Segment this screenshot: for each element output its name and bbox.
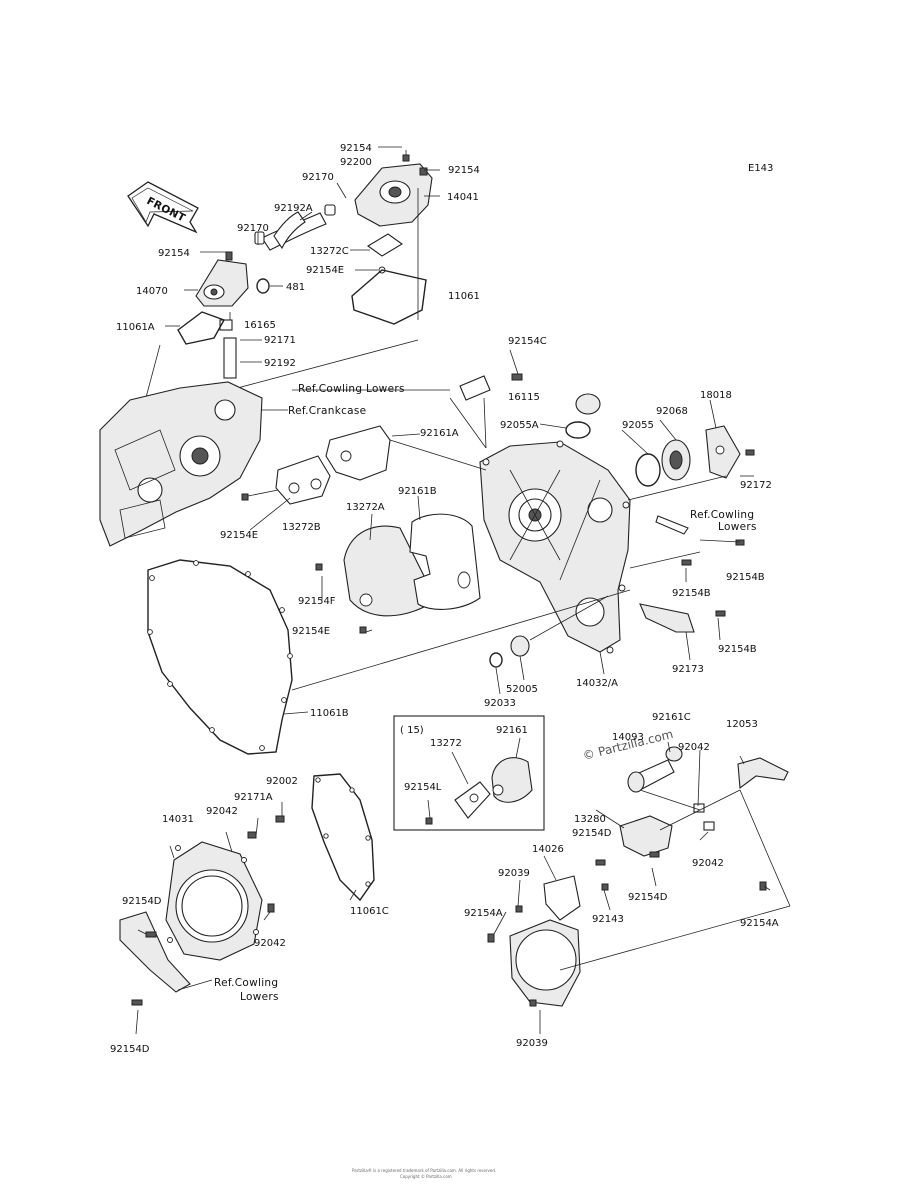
part-label: 92192A — [274, 203, 313, 214]
footer-line-1: Partzilla® is a registered trademark of … — [352, 1168, 496, 1173]
part-label: 11061C — [350, 906, 389, 917]
part-label: 92154 — [158, 248, 190, 259]
middle-leader-lines — [247, 349, 754, 715]
part-label: 92042 — [692, 858, 724, 869]
ref-cowling-lowers-1: Ref.Cowling Lowers — [298, 383, 405, 395]
crankcase-ref — [99, 381, 263, 547]
part-label: 13280 — [574, 814, 606, 825]
cover-right-parts — [459, 373, 755, 668]
cover-plates — [241, 425, 481, 634]
part-label: 18018 — [700, 390, 732, 401]
gasket-11061C — [311, 773, 375, 902]
clutch-cover — [479, 440, 631, 654]
part-label: 92171 — [264, 335, 296, 346]
part-label: 52005 — [506, 684, 538, 695]
part-label: 92154E — [220, 530, 258, 541]
part-label: 92154D — [628, 892, 668, 903]
part-label: 92154D — [572, 828, 612, 839]
part-label: 92154A — [740, 918, 779, 929]
part-label: 92002 — [266, 776, 298, 787]
part-label: 13272 — [430, 738, 462, 749]
part-labels: 92154 92200 92154 92170 14041 92192A 921… — [110, 143, 779, 1055]
part-label: 14031 — [162, 814, 194, 825]
stator-cover — [119, 815, 285, 1006]
part-label: 92171A — [234, 792, 273, 803]
part-label: 92154A — [464, 908, 503, 919]
part-label: 92154B — [726, 572, 765, 583]
part-label: 92161B — [398, 486, 437, 497]
sprocket-cover-assembly — [487, 746, 791, 1007]
part-label: 92154B — [672, 588, 711, 599]
part-label: 12053 — [726, 719, 758, 730]
ref-cowling-lowers-3a: Ref.Cowling — [214, 977, 278, 989]
part-label: 92200 — [340, 157, 372, 168]
part-label: 92154B — [718, 644, 757, 655]
part-label: 92170 — [237, 223, 269, 234]
part-label: 92154D — [110, 1044, 150, 1055]
part-label: 11061A — [116, 322, 155, 333]
part-label: 481 — [286, 282, 305, 293]
part-label: 92154 — [340, 143, 372, 154]
footer-line-2: Copyright © Partzilla.com — [400, 1174, 452, 1179]
part-label: 92173 — [672, 664, 704, 675]
part-label: 92039 — [498, 868, 530, 879]
part-label: 92154 — [448, 165, 480, 176]
part-label: 92033 — [484, 698, 516, 709]
part-label: 92055 — [622, 420, 654, 431]
part-label: 14070 — [136, 286, 168, 297]
ref-cowling-lowers-2b: Lowers — [718, 521, 757, 533]
part-label: 92042 — [254, 938, 286, 949]
part-label: 92042 — [678, 742, 710, 753]
part-label: 92161 — [496, 725, 528, 736]
part-label: 11061 — [448, 291, 480, 302]
part-label: 14093 — [612, 732, 644, 743]
part-label: 92154F — [298, 596, 336, 607]
part-label: 92192 — [264, 358, 296, 369]
part-label: 92055A — [500, 420, 539, 431]
ref-cowling-lowers-3b: Lowers — [240, 991, 279, 1003]
part-label: 11061B — [310, 708, 349, 719]
inset-label: ( 15) — [400, 725, 424, 736]
part-label: 14041 — [447, 192, 479, 203]
ref-crankcase: Ref.Crankcase — [288, 405, 366, 417]
part-label: 92154C — [508, 336, 547, 347]
part-label: 92143 — [592, 914, 624, 925]
front-arrow-icon: FRONT — [127, 181, 199, 234]
gasket-11061C-holes — [315, 777, 371, 887]
part-label: 92154D — [122, 896, 162, 907]
inset-box — [393, 715, 545, 831]
part-label: 92042 — [206, 806, 238, 817]
ref-cowling-lowers-2a: Ref.Cowling — [690, 509, 754, 521]
thermostat-housing-group — [177, 150, 433, 379]
part-label: 92161A — [420, 428, 459, 439]
part-label: 92039 — [516, 1038, 548, 1049]
part-label: 13272A — [346, 502, 385, 513]
part-label: 13272C — [310, 246, 349, 257]
part-label: 13272B — [282, 522, 321, 533]
part-label: 92172 — [740, 480, 772, 491]
part-label: 92170 — [302, 172, 334, 183]
part-label: 92161C — [652, 712, 691, 723]
gasket-11061B — [147, 559, 293, 755]
part-label: 92154E — [306, 265, 344, 276]
part-label: 92068 — [656, 406, 688, 417]
part-label: 14032/A — [576, 678, 618, 689]
diagram-code: E143 — [748, 163, 773, 174]
part-label: 16115 — [508, 392, 540, 403]
part-label: 16165 — [244, 320, 276, 331]
part-label: 14026 — [532, 844, 564, 855]
lower-leader-lines — [135, 741, 791, 1035]
part-label: 92154L — [404, 782, 442, 793]
part-label: 92154E — [292, 626, 330, 637]
gasket-11061B-holes — [147, 560, 293, 751]
